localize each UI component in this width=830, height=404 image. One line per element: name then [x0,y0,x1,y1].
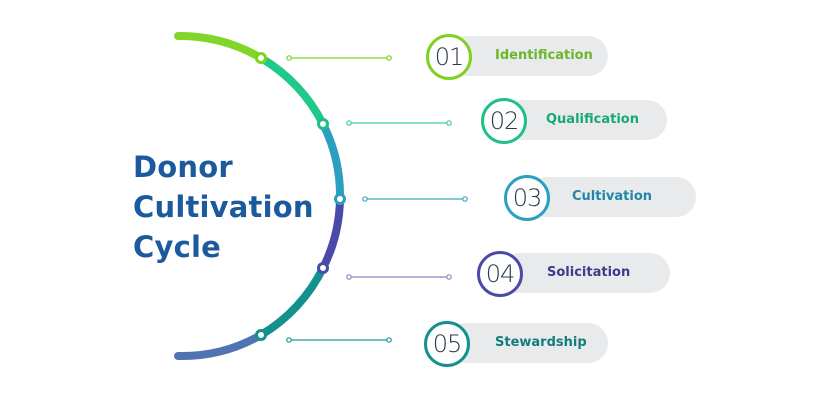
step-pill [499,253,670,293]
node-1-icon [255,52,267,64]
connector-3-start-icon [362,196,368,202]
step-qualification: Qualification 02 [481,98,667,144]
step-number-badge: 04 [477,251,523,297]
title-line-2: Cultivation [133,190,314,224]
node-2-icon [317,118,329,130]
arc-segment-1 [257,54,327,128]
step-label: Cultivation [572,189,653,204]
step-pill [448,36,608,76]
connector-5-end-icon [386,337,392,343]
step-number-badge: 01 [426,34,472,80]
arc-segment-bottom [174,331,265,361]
title-line-1: Donor [133,150,233,184]
connector-1-start-icon [286,55,292,61]
connector-2-start-icon [346,120,352,126]
step-solicitation: Solicitation 04 [477,251,670,297]
connector-2-end-icon [446,120,452,126]
connector-5-start-icon [286,337,292,343]
arc-segment-top [174,31,265,62]
connector-4-start-icon [346,274,352,280]
step-pill [526,177,696,217]
step-pill [503,100,667,140]
step-number-badge: 02 [481,98,527,144]
step-stewardship: Stewardship 05 [424,321,608,367]
arc-segment-3 [319,195,344,272]
step-label: Solicitation [547,265,631,280]
step-label: Qualification [546,112,639,127]
step-label: Stewardship [495,335,587,350]
connector-3-end-icon [462,196,468,202]
connector-1-end-icon [386,55,392,61]
step-number-badge: 05 [424,321,470,367]
arc-segment-4 [257,264,327,339]
title-line-3: Cycle [133,230,221,264]
node-4-icon [317,262,329,274]
step-identification: Identification 01 [426,34,608,80]
node-5-icon [255,329,267,341]
step-label: Identification [495,48,593,63]
diagram-title: Donor Cultivation Cycle [133,147,314,267]
connector-4-end-icon [446,274,452,280]
step-cultivation: Cultivation 03 [504,175,696,221]
arc-segment-2 [319,120,345,203]
step-number-badge: 03 [504,175,550,221]
step-pill [446,323,608,363]
node-3-icon [334,193,346,205]
